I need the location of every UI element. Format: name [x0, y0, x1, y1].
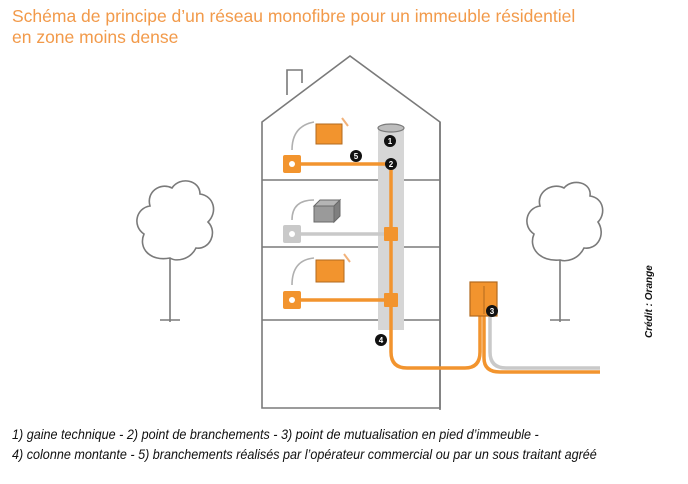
marker-5-circle [350, 150, 362, 162]
marker-2-circle [385, 158, 397, 170]
caption-line-1: 1) gaine technique - 2) point de branche… [12, 426, 539, 442]
marker-4-circle [375, 334, 387, 346]
left-tree [136, 180, 215, 322]
grey-fiber [292, 232, 600, 370]
marker-2-label: 2 [389, 160, 394, 169]
floor-top-equipment [283, 117, 349, 173]
credit-text: Crédit : Orange [644, 265, 655, 338]
marker-5-label: 5 [354, 152, 359, 161]
markers: 1 2 3 4 5 [350, 135, 498, 346]
branching-points [384, 227, 398, 307]
marker-3-label: 3 [490, 307, 495, 316]
legend-caption: 1) gaine technique - 2) point de branche… [12, 424, 615, 464]
title-line-1: Schéma de principe d’un réseau monofibre… [12, 6, 576, 26]
title-line-2: en zone moins dense [12, 27, 179, 47]
marker-4-label: 4 [379, 336, 384, 345]
chimney [286, 69, 303, 95]
floor-middle-equipment [283, 198, 342, 243]
floor-bottom-equipment [283, 253, 351, 309]
marker-3-circle [486, 305, 498, 317]
diagram-title: Schéma de principe d’un réseau monofibre… [12, 6, 672, 48]
right-tree [526, 181, 604, 322]
caption-line-2: 4) colonne montante - 5) branchements ré… [12, 446, 597, 462]
marker-1-circle [384, 135, 396, 147]
marker-1-label: 1 [388, 137, 393, 146]
